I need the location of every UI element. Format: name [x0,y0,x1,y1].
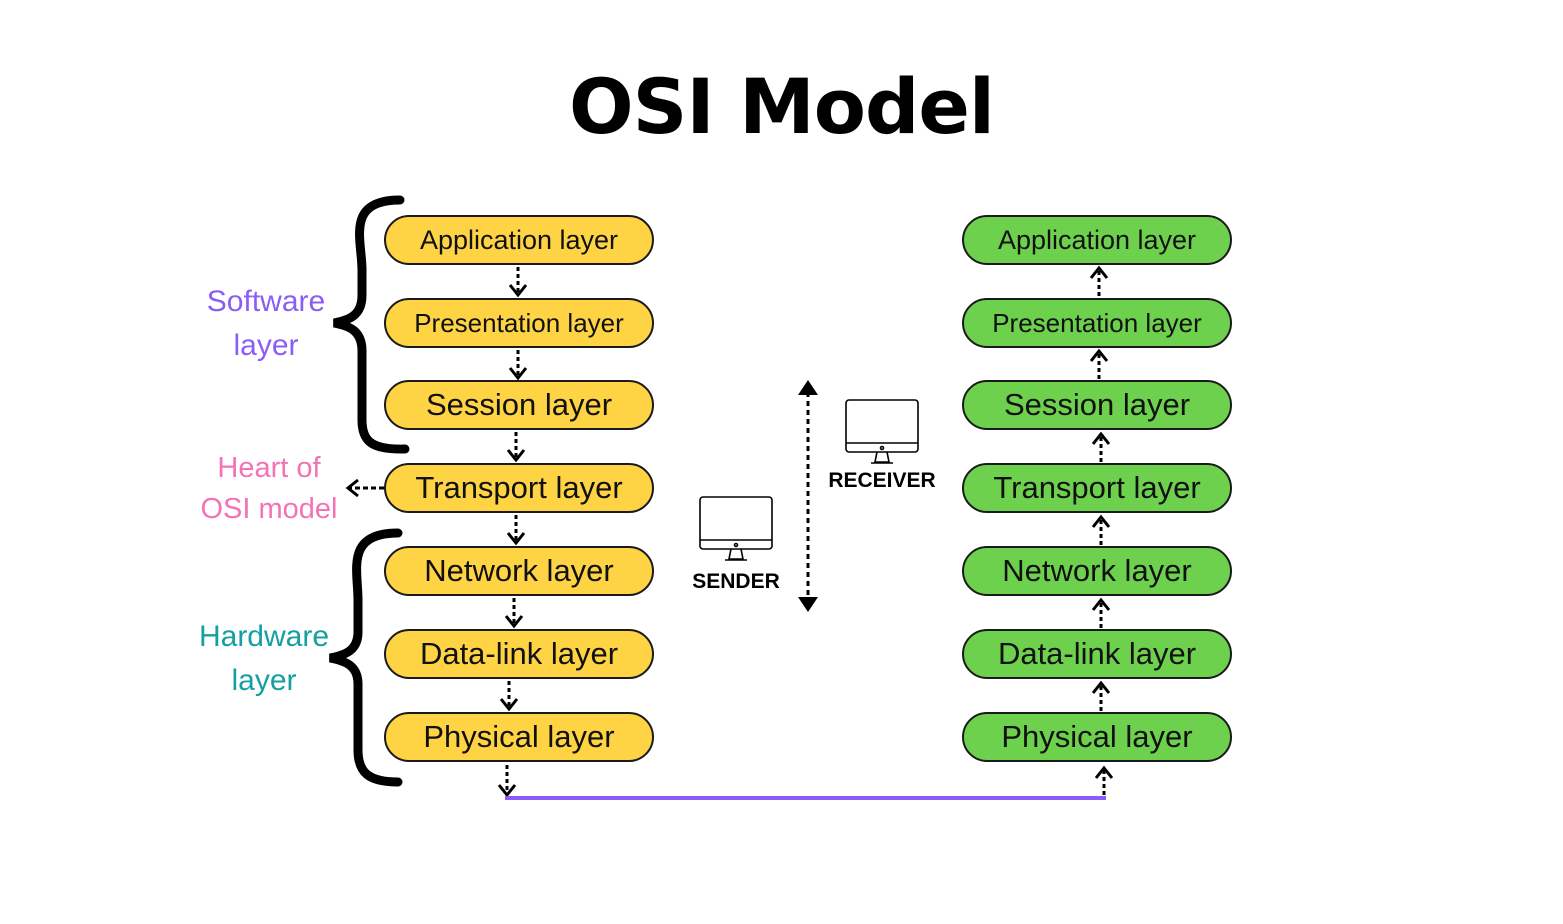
receiver-label: RECEIVER [828,469,936,492]
heart-pointer-arrow [345,478,384,498]
software-label-line2: layer [233,329,299,362]
receiver-data-link-layer: Data-link layer [962,629,1232,679]
hardware-layer-label: Hardware layer [178,615,350,703]
layer-label: Application layer [419,224,619,255]
hardware-brace [329,528,403,787]
hardware-label-line2: layer [231,664,297,697]
sender-presentation-layer: Presentation layer [384,298,654,348]
receiver-application-layer: Application layer [962,215,1232,265]
layer-label: Network layer [1002,553,1192,588]
receiver-monitor-icon [845,399,919,464]
layer-label: Session layer [1003,387,1191,422]
layer-label: Presentation layer [414,307,624,338]
receiver-flow-arrows [1089,265,1114,795]
sender-monitor-icon [699,496,773,561]
heart-of-osi-label: Heart of OSI model [182,448,356,530]
hardware-label-line1: Hardware [198,620,330,653]
receiver-physical-layer: Physical layer [962,712,1232,762]
layer-label: Transport layer [415,470,623,505]
diagram-title: OSI Model [569,62,995,151]
bidirectional-arrow [798,380,818,612]
sender-session-layer: Session layer [384,380,654,430]
software-layer-label: Software layer [180,280,352,368]
sender-transport-layer: Transport layer [384,463,654,513]
layer-label: Presentation layer [992,307,1202,338]
layer-label: Network layer [424,553,614,588]
sender-physical-layer: Physical layer [384,712,654,762]
software-brace [333,195,410,454]
layer-label: Transport layer [993,470,1201,505]
receiver-transport-layer: Transport layer [962,463,1232,513]
layer-label: Application layer [997,224,1197,255]
sender-application-layer: Application layer [384,215,654,265]
layer-label: Data-link layer [997,636,1197,671]
layer-label: Physical layer [423,719,615,754]
receiver-presentation-layer: Presentation layer [962,298,1232,348]
layer-label: Physical layer [1001,719,1193,754]
heart-label-line1: Heart of [217,452,321,484]
receiver-session-layer: Session layer [962,380,1232,430]
sender-flow-arrows [497,267,528,798]
sender-network-layer: Network layer [384,546,654,596]
receiver-network-layer: Network layer [962,546,1232,596]
layer-label: Session layer [425,387,613,422]
heart-label-line2: OSI model [200,493,338,525]
software-label-line1: Software [206,285,326,318]
sender-data-link-layer: Data-link layer [384,629,654,679]
layer-label: Data-link layer [419,636,619,671]
sender-label: SENDER [692,570,780,593]
